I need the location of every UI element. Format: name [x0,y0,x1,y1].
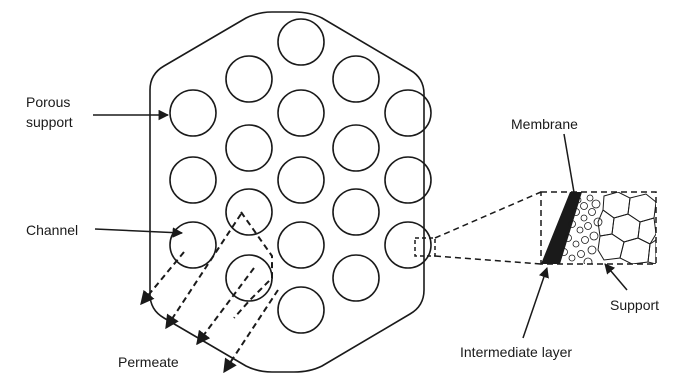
membrane-detail [541,192,656,264]
channel-circle [332,124,380,172]
permeate-arrow [196,267,255,346]
porous-support-hexagon [149,11,425,373]
intermediate-layer-label: Intermediate layer [460,344,572,360]
channel-circle [225,188,273,236]
membrane-label: Membrane [511,116,578,132]
membrane-detail-frame [540,191,657,265]
channel-circle [384,156,432,204]
channel-arrow [94,227,184,238]
channel-circle [277,89,325,137]
zoom-source-box [414,237,436,257]
porous-support-label-line2: support [26,114,73,130]
permeate-arrows [140,213,279,374]
channel-circle [225,254,273,302]
support-arrow [604,263,628,291]
zoom-connector-line [434,191,542,239]
porous-support-label-line1: Porous [26,94,70,110]
channels [169,18,432,334]
channel-circle [169,156,217,204]
permeate-arrow [140,251,185,306]
permeate-label: Permeate [118,354,179,370]
channel-label: Channel [26,222,78,238]
zoom-connector-line [434,255,542,265]
channel-circle [169,89,217,137]
support-label: Support [610,297,659,313]
channel-circle [384,221,432,269]
channel-circle [277,221,325,269]
membrane-arrow [563,133,580,206]
channel-circle [277,286,325,334]
permeate-arrow [223,289,279,374]
channel-circle [225,124,273,172]
channel-circle [277,156,325,204]
channel-circle [225,55,273,103]
channel-circle [384,89,432,137]
channel-circle [277,18,325,66]
channel-circle [169,221,217,269]
intermediate-layer-arrow [522,267,549,339]
permeate-arrow [165,213,242,330]
channel-circle [332,254,380,302]
channel-circle [332,55,380,103]
channel-circle [332,188,380,236]
permeate-flow-path [233,211,273,319]
